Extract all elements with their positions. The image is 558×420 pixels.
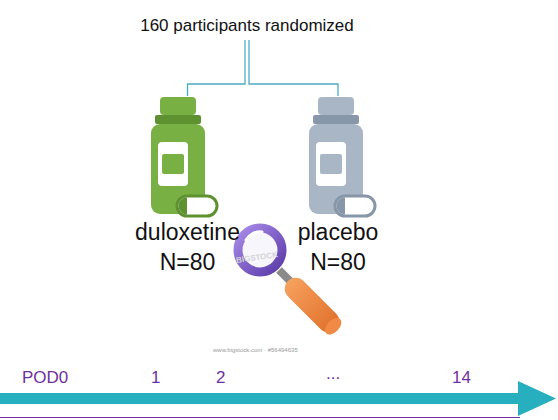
treatment-arm: duloxetineN=80 xyxy=(125,96,250,277)
watermark: www.bigstock.com · #56494635 xyxy=(213,347,298,353)
pill-bottle xyxy=(305,96,377,218)
magnifier-handle xyxy=(280,273,345,338)
timeline-tick: 14 xyxy=(452,368,471,388)
population-box: 160 participants randomized xyxy=(112,14,382,40)
lens-glint xyxy=(246,232,262,240)
sample-size: N=80 xyxy=(125,247,250,277)
arm-name: placebo xyxy=(293,217,383,247)
timeline-tick: 1 xyxy=(151,368,160,388)
sample-size: N=80 xyxy=(293,247,383,277)
timeline-underline xyxy=(0,417,520,418)
randomization-branch xyxy=(249,40,338,96)
arm-name: duloxetine xyxy=(125,217,250,247)
timeline-shaft xyxy=(0,393,522,404)
timeline-head xyxy=(518,381,556,416)
timeline-tick: 2 xyxy=(216,368,225,388)
pill-bottle xyxy=(147,96,219,218)
arm-name: 160 participants randomized xyxy=(112,14,382,38)
treatment-arm: placeboN=80 xyxy=(293,96,383,277)
magnifier-lens xyxy=(238,228,282,272)
timeline-tick: ... xyxy=(326,364,340,384)
timeline-tick: POD0 xyxy=(22,368,68,388)
randomization-branch xyxy=(188,40,246,96)
